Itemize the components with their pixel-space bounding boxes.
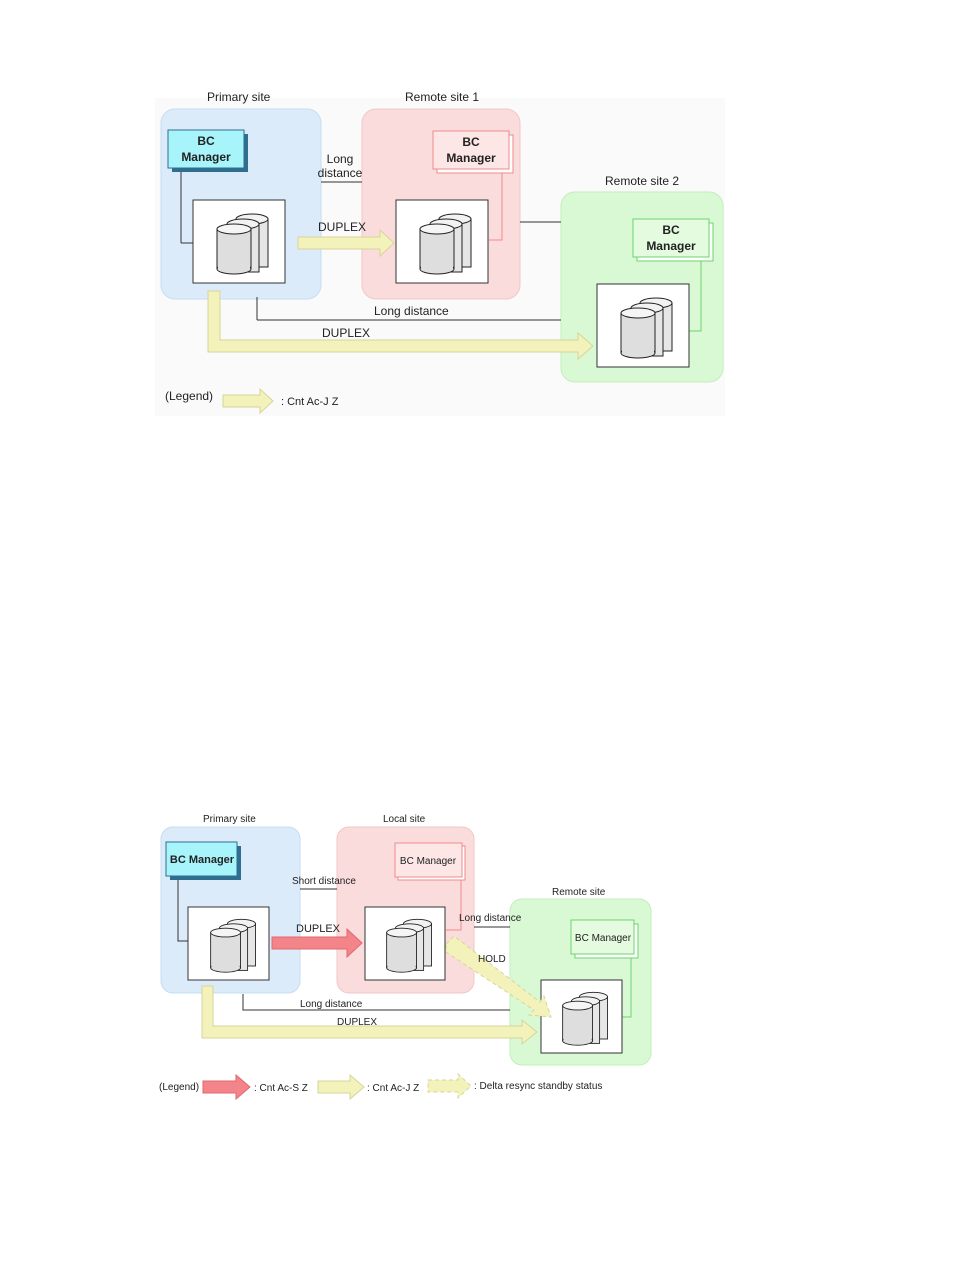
manager-link-line xyxy=(446,877,462,931)
diagram-2: Primary site Local site Remote site BC M… xyxy=(159,814,652,1101)
ac-s-duplex-arrow xyxy=(271,927,363,959)
ac-j-duplex-arrow xyxy=(201,985,538,1046)
volume-stack-icon xyxy=(419,213,472,275)
svg-text:Manager: Manager xyxy=(646,239,696,253)
volume-stack-icon xyxy=(620,297,673,359)
bc-manager-remote xyxy=(570,919,635,955)
manager-link-line xyxy=(177,878,188,942)
primary-site-label: Primary site xyxy=(207,90,271,104)
remote-site-label: Remote site xyxy=(552,887,606,898)
manager-link-line xyxy=(689,258,702,332)
svg-text:BC: BC xyxy=(662,223,680,237)
svg-text:DUPLEX: DUPLEX xyxy=(322,326,370,340)
bc-manager-local xyxy=(394,842,463,878)
svg-text:DUPLEX: DUPLEX xyxy=(296,923,341,935)
svg-text:BC: BC xyxy=(462,135,480,149)
svg-text:BC Manager: BC Manager xyxy=(400,856,457,867)
bc-manager-primary xyxy=(165,841,238,877)
svg-text:DUPLEX: DUPLEX xyxy=(318,220,366,234)
volume-stack-icon xyxy=(216,213,269,275)
legend-ac-j-arrow xyxy=(222,387,274,415)
legend-delta-resync-arrow xyxy=(427,1072,472,1100)
bc-manager-remote-1 xyxy=(432,130,510,170)
svg-text:BC: BC xyxy=(197,134,215,148)
primary-site-label: Primary site xyxy=(203,814,256,825)
svg-text:HOLD: HOLD xyxy=(478,954,506,965)
delta-resync-arrow xyxy=(445,935,552,1018)
local-site-label: Local site xyxy=(383,814,426,825)
svg-text:Long distance: Long distance xyxy=(459,913,522,924)
volume-stack-icon xyxy=(210,918,256,973)
svg-text:BC Manager: BC Manager xyxy=(170,854,235,866)
legend-ac-s-arrow xyxy=(202,1073,251,1101)
diagram-1: Primary site Remote site 1 Remote site 2… xyxy=(155,90,725,416)
legend-delta-resync-label: : Delta resync standby status xyxy=(474,1081,602,1092)
svg-text:Short distance: Short distance xyxy=(292,876,356,887)
svg-text:Long distance: Long distance xyxy=(300,999,363,1010)
manager-link-line xyxy=(489,172,503,241)
svg-text:Manager: Manager xyxy=(446,151,496,165)
legend-ac-s-label: : Cnt Ac-S Z xyxy=(254,1083,308,1094)
svg-text:Long distance: Long distance xyxy=(374,304,449,318)
svg-text:DUPLEX: DUPLEX xyxy=(337,1017,377,1028)
legend-label: (Legend) xyxy=(165,389,213,403)
duplex-arrow-remote-1 xyxy=(297,228,395,258)
svg-text:BC Manager: BC Manager xyxy=(575,933,632,944)
long-distance-line-2 xyxy=(242,994,510,1011)
legend-ac-j-arrow xyxy=(317,1073,365,1101)
legend-label: (Legend) xyxy=(159,1082,199,1093)
svg-text:distance: distance xyxy=(318,166,363,180)
svg-text:Manager: Manager xyxy=(181,150,231,164)
duplex-arrow-remote-2 xyxy=(207,290,594,361)
bc-manager-remote-2 xyxy=(632,218,710,258)
volume-stack-icon xyxy=(562,991,608,1046)
legend-ac-j-label: : Cnt Ac-J Z xyxy=(367,1083,419,1094)
legend-ac-j-label: : Cnt Ac-J Z xyxy=(281,396,339,408)
remote-site-2-label: Remote site 2 xyxy=(605,174,679,188)
volume-stack-icon xyxy=(386,918,432,973)
bc-manager-primary xyxy=(167,129,245,169)
manager-link-line xyxy=(622,954,632,1018)
remote-site-1-label: Remote site 1 xyxy=(405,90,479,104)
svg-text:Long: Long xyxy=(327,152,354,166)
